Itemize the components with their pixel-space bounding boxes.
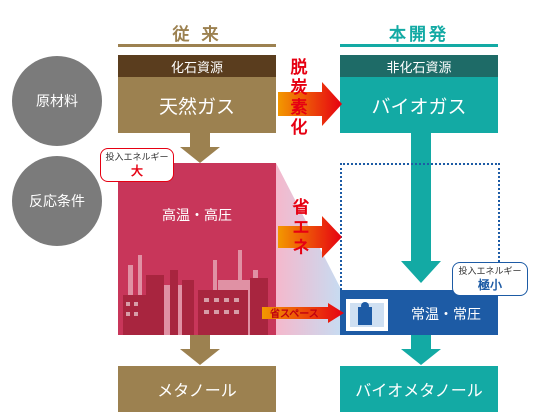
energy-input-minimal-badge: 投入エネルギー 極小 xyxy=(452,262,528,296)
conventional-title-rule xyxy=(118,44,276,47)
energy-saving-wedge xyxy=(276,163,342,335)
space-saving-label: 省スペース xyxy=(270,309,319,320)
decarbonize-label: 脱炭素化 xyxy=(290,58,308,138)
methanol-box: メタノール xyxy=(118,366,276,412)
normal-temp-pressure-label: 常温・常圧 xyxy=(411,307,481,323)
biogas-box: バイオガス xyxy=(340,77,498,133)
compact-reactor-icon xyxy=(346,299,388,331)
natural-gas-box: 天然ガス xyxy=(118,77,276,133)
energy-input-label: 投入エネルギー xyxy=(458,267,522,277)
energy-input-level: 極小 xyxy=(477,278,502,292)
new-title-rule xyxy=(340,44,498,47)
new-process-dotted-outline xyxy=(340,163,500,290)
reaction-conditions-row-label: 反応条件 xyxy=(12,156,102,246)
space-saving-arrow xyxy=(262,303,344,323)
biomethanol-box: バイオメタノール xyxy=(340,366,498,412)
conventional-column-title: 従 来 xyxy=(172,25,222,45)
energy-saving-label: 省エネ xyxy=(292,198,310,258)
fossil-resource-label: 化石資源 xyxy=(118,55,276,77)
high-temp-pressure-label: 高温・高圧 xyxy=(162,208,232,224)
energy-input-level: 大 xyxy=(130,164,143,178)
down-arrow-conventional-1 xyxy=(180,133,220,163)
energy-input-large-badge: 投入エネルギー 大 xyxy=(100,148,174,182)
down-arrow-conventional-2 xyxy=(180,335,220,365)
energy-input-label: 投入エネルギー xyxy=(105,153,169,163)
decarbonize-arrow xyxy=(278,82,342,126)
down-arrow-new-2 xyxy=(401,335,441,365)
factory-illustration xyxy=(123,250,268,335)
non-fossil-resource-label: 非化石資源 xyxy=(340,55,498,77)
down-arrow-new-1 xyxy=(401,133,441,283)
raw-material-row-label: 原材料 xyxy=(12,56,102,146)
new-column-title: 本開発 xyxy=(389,25,449,45)
energy-saving-arrow xyxy=(278,216,342,258)
